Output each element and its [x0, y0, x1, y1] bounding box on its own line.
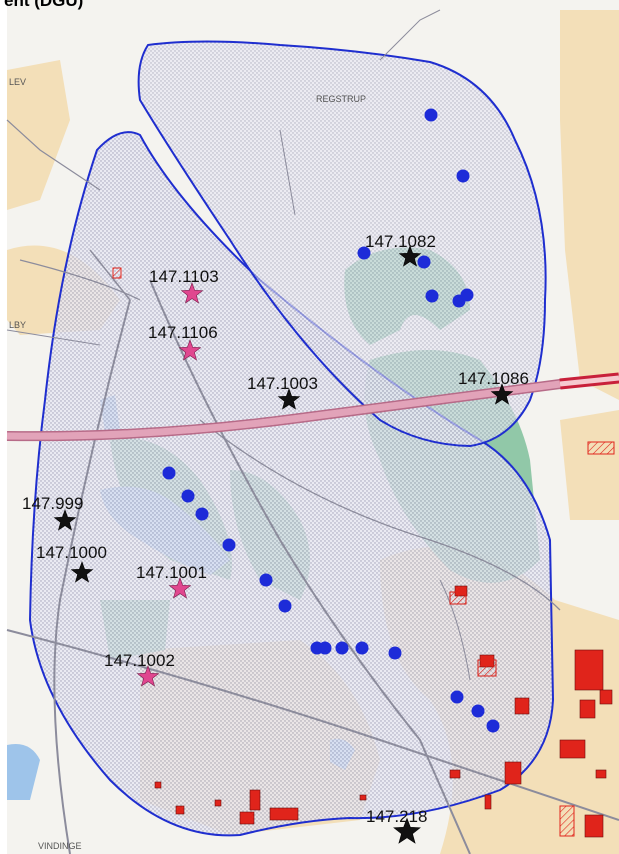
road: [149, 279, 471, 854]
building-outline: [587, 441, 615, 455]
road: [439, 579, 471, 681]
well-147.1002[interactable]: 147.1002: [104, 651, 175, 687]
well-star-icon: [180, 282, 204, 304]
building: [449, 769, 461, 779]
well-147.218[interactable]: 147.218: [366, 807, 427, 844]
well-147.1000[interactable]: 147.1000: [36, 543, 107, 583]
map-title-fragment: ent (DGU): [4, 0, 83, 10]
building-outline: [112, 267, 122, 279]
well-label: 147.1003: [247, 374, 318, 393]
road: [53, 299, 131, 854]
well-star-icon: [168, 577, 192, 599]
urban-area: [7, 60, 70, 210]
building-outline: [477, 659, 497, 677]
observation-point[interactable]: [195, 507, 209, 521]
well-label: 147.218: [366, 807, 427, 826]
well-star-icon: [277, 388, 301, 410]
building: [269, 807, 299, 821]
well-147.1001[interactable]: 147.1001: [136, 563, 207, 599]
place-name-regstrup: REGSTRUP: [316, 94, 366, 104]
observation-point[interactable]: [486, 719, 500, 733]
road: [379, 9, 441, 61]
building: [154, 781, 162, 789]
lake: [7, 744, 40, 800]
building: [249, 789, 261, 811]
observation-point[interactable]: [424, 108, 438, 122]
place-name-lev: LEV: [9, 77, 26, 87]
well-star-icon: [70, 561, 94, 583]
building: [214, 799, 222, 807]
building: [559, 739, 586, 759]
well-label: 147.1103: [149, 267, 219, 286]
observation-point[interactable]: [456, 169, 470, 183]
road: [6, 329, 101, 346]
well-147.999[interactable]: 147.999: [22, 494, 83, 531]
building-outline: [449, 591, 467, 605]
building: [359, 794, 367, 801]
well-label: 147.1106: [148, 323, 218, 342]
buildings: [112, 267, 615, 838]
observation-point[interactable]: [450, 690, 464, 704]
well-label: 147.1002: [104, 651, 175, 670]
building-outline: [559, 805, 575, 837]
well-label: 147.1000: [36, 543, 107, 562]
urban-area: [560, 10, 619, 400]
building: [584, 814, 604, 838]
observation-point[interactable]: [388, 646, 402, 660]
place-name-vindinge: VINDINGE: [38, 841, 82, 851]
observation-point[interactable]: [278, 599, 292, 613]
well-star-icon: [490, 383, 514, 405]
building: [595, 769, 607, 779]
map-left-border: [0, 0, 7, 854]
road: [19, 259, 141, 301]
well-star-icon: [136, 665, 160, 687]
well-147.1082[interactable]: 147.1082: [365, 232, 436, 267]
well-147.1106[interactable]: 147.1106: [148, 323, 218, 361]
well-147.1086[interactable]: 147.1086: [458, 369, 529, 405]
observation-point[interactable]: [417, 255, 431, 269]
road: [199, 419, 561, 611]
observation-point[interactable]: [335, 641, 349, 655]
building: [504, 761, 522, 785]
road: [279, 129, 296, 216]
building: [484, 794, 492, 810]
well-147.1103[interactable]: 147.1103: [149, 267, 219, 304]
observation-points[interactable]: [162, 108, 500, 733]
observation-point[interactable]: [318, 641, 332, 655]
well-label: 147.1001: [136, 563, 207, 582]
observation-point[interactable]: [460, 288, 474, 302]
wells[interactable]: 147.1082 147.1103 147.1106 147.1003 147.1086…: [22, 232, 529, 844]
observation-point[interactable]: [259, 573, 273, 587]
road: [6, 629, 619, 821]
observation-point[interactable]: [181, 489, 195, 503]
building: [574, 649, 604, 691]
building: [514, 697, 530, 715]
observation-point[interactable]: [222, 538, 236, 552]
building: [175, 805, 185, 815]
well-star-icon: [178, 339, 202, 361]
building: [579, 699, 596, 719]
urban-area: [560, 410, 619, 520]
place-name-lby: LBY: [9, 320, 26, 330]
observation-point[interactable]: [162, 466, 176, 480]
building: [599, 689, 613, 705]
well-label: 147.1086: [458, 369, 529, 388]
road: [6, 119, 101, 191]
well-147.1003[interactable]: 147.1003: [247, 374, 318, 410]
observation-point[interactable]: [425, 289, 439, 303]
well-star-icon: [53, 509, 77, 531]
observation-point[interactable]: [357, 246, 371, 260]
observation-point[interactable]: [471, 704, 485, 718]
road-network: [6, 9, 619, 854]
well-star-icon: [398, 245, 422, 267]
well-star-icon: [393, 817, 421, 844]
well-label: 147.1082: [365, 232, 436, 251]
well-label: 147.999: [22, 494, 83, 513]
observation-point[interactable]: [355, 641, 369, 655]
building: [239, 811, 255, 825]
road: [89, 249, 131, 301]
